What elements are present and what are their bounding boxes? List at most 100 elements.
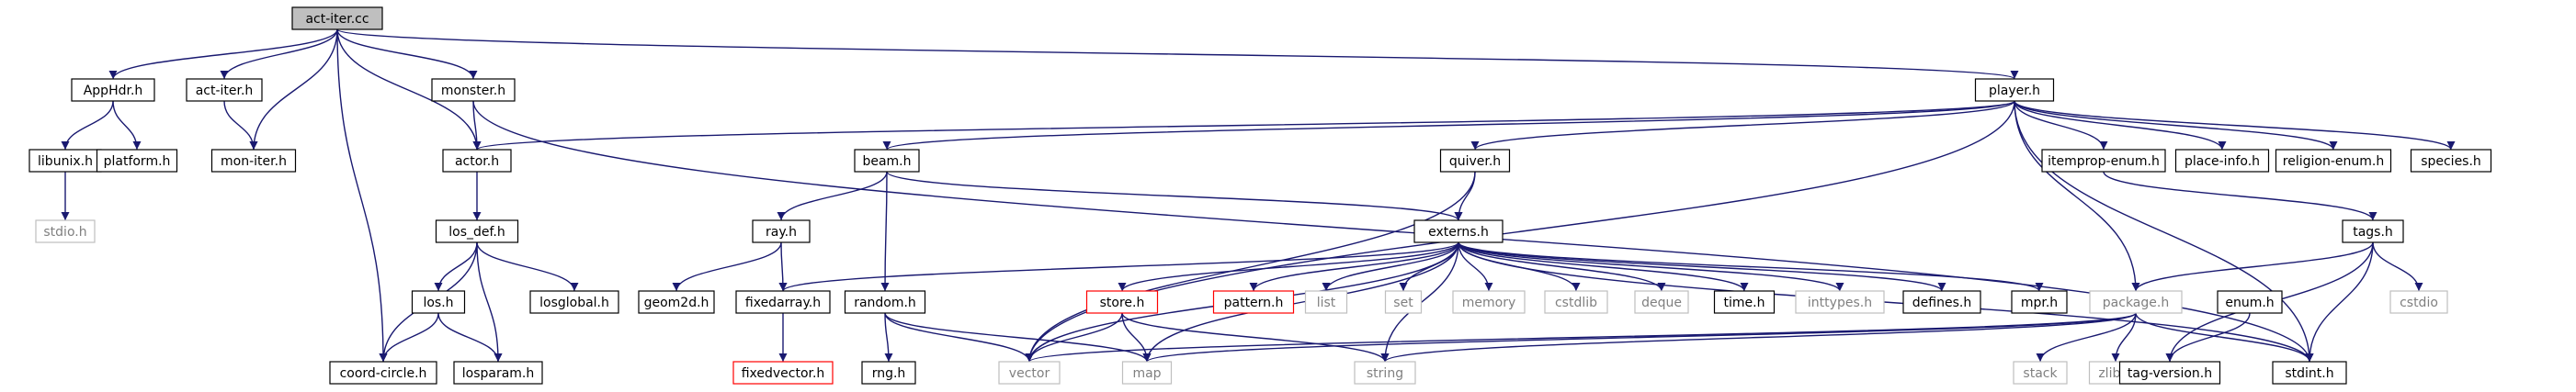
edge-package-h-to-string <box>1380 312 2137 363</box>
node-mpr-h[interactable]: mpr.h <box>2011 290 2068 314</box>
edge-ray-h-to-fixedarray-h <box>778 241 788 292</box>
node-mon-iter-h[interactable]: mon-iter.h <box>210 149 297 173</box>
edge-act-iter-cc-to-apphdr-h <box>108 28 338 80</box>
node-package-h[interactable]: package.h <box>2089 290 2183 314</box>
node-label: place-info.h <box>2184 154 2260 169</box>
node-label: act-iter.h <box>196 84 254 98</box>
node-stdint-h[interactable]: stdint.h <box>2272 361 2347 385</box>
node-deque[interactable]: deque <box>1634 290 1689 314</box>
edge-player-h-to-quiver-h <box>1470 100 2015 151</box>
node-losparam-h[interactable]: losparam.h <box>453 361 543 385</box>
node-defines-h[interactable]: defines.h <box>1902 290 1981 314</box>
node-label: stack <box>2023 366 2058 381</box>
node-box <box>431 78 516 102</box>
node-set[interactable]: set <box>1384 290 1423 314</box>
edge-act-iter-cc-to-player-h <box>336 28 2018 80</box>
edge-player-h-to-beam-h <box>882 100 2015 151</box>
node-list[interactable]: list <box>1304 290 1348 314</box>
node-act-iter-cc[interactable]: act-iter.cc <box>291 6 383 30</box>
node-map[interactable]: map <box>1121 361 1173 385</box>
node-label: string <box>1367 366 1403 381</box>
node-box <box>210 149 297 173</box>
node-beam-h[interactable]: beam.h <box>854 149 920 173</box>
node-externs-h[interactable]: externs.h <box>1413 219 1504 243</box>
edge-tags-h-to-cstdio <box>2372 241 2423 292</box>
edge-act-iter-cc-to-coord-circle-h <box>336 28 388 363</box>
node-label: memory <box>1462 296 1516 310</box>
edge-player-h-to-package-h <box>2014 100 2140 292</box>
node-fixedvector-h[interactable]: fixedvector.h <box>732 361 834 385</box>
node-pattern-h[interactable]: pattern.h <box>1212 290 1295 314</box>
node-fixedarray-h[interactable]: fixedarray.h <box>735 290 831 314</box>
edge-externs-h-to-list <box>1322 241 1459 292</box>
node-label: religion-enum.h <box>2283 154 2384 169</box>
node-religion-enum-h[interactable]: religion-enum.h <box>2275 149 2392 173</box>
edge-random-h-to-rng-h <box>884 312 893 363</box>
edge-act-iter-cc-to-mon-iter-h <box>249 28 338 151</box>
node-box <box>844 290 926 314</box>
node-label: vector <box>1009 366 1050 381</box>
node-los-def-h[interactable]: los_def.h <box>435 219 519 243</box>
node-label: mon-iter.h <box>221 154 287 169</box>
node-box <box>71 78 155 102</box>
node-libunix-h[interactable]: libunix.h <box>28 149 102 173</box>
edge-player-h-to-religion-enum-h <box>2014 100 2338 151</box>
node-box <box>1212 290 1295 314</box>
node-random-h[interactable]: random.h <box>844 290 926 314</box>
node-los-h[interactable]: los.h <box>411 290 466 314</box>
edge-act-iter-cc-to-monster-h <box>336 28 478 80</box>
edge-externs-h-to-memory <box>1458 241 1493 292</box>
edge-los-h-to-coord-circle-h <box>379 312 439 363</box>
node-label: geom2d.h <box>644 296 709 310</box>
edge-package-h-to-stack <box>2036 312 2137 363</box>
node-enum-h[interactable]: enum.h <box>2217 290 2283 314</box>
edge-externs-h-to-defines-h <box>1458 241 1946 292</box>
node-label: AppHdr.h <box>84 84 143 98</box>
node-itemprop-enum-h[interactable]: itemprop-enum.h <box>2041 149 2166 173</box>
edge-apphdr-h-to-libunix-h <box>61 100 114 151</box>
node-store-h[interactable]: store.h <box>1085 290 1159 314</box>
node-box <box>2118 361 2221 385</box>
node-tag-version-h[interactable]: tag-version.h <box>2118 361 2221 385</box>
node-label: monster.h <box>441 84 505 98</box>
node-quiver-h[interactable]: quiver.h <box>1439 149 1511 173</box>
node-apphdr-h[interactable]: AppHdr.h <box>71 78 155 102</box>
node-label: defines.h <box>1912 296 1971 310</box>
node-stdio-h[interactable]: stdio.h <box>35 219 96 243</box>
node-place-info-h[interactable]: place-info.h <box>2174 149 2270 173</box>
node-memory[interactable]: memory <box>1452 290 1526 314</box>
node-label: ray.h <box>766 225 797 240</box>
node-species-h[interactable]: species.h <box>2410 149 2492 173</box>
node-geom2d-h[interactable]: geom2d.h <box>638 290 715 314</box>
node-vector[interactable]: vector <box>998 361 1061 385</box>
node-platform-h[interactable]: platform.h <box>96 149 178 173</box>
node-monster-h[interactable]: monster.h <box>431 78 516 102</box>
node-label: cstdio <box>2400 296 2438 310</box>
node-box <box>2041 149 2166 173</box>
node-inttypes-h[interactable]: inttypes.h <box>1795 290 1885 314</box>
node-box <box>453 361 543 385</box>
edge-tags-h-to-stdint-h <box>2305 241 2374 363</box>
node-tags-h[interactable]: tags.h <box>2342 219 2404 243</box>
node-time-h[interactable]: time.h <box>1713 290 1776 314</box>
node-cstdio[interactable]: cstdio <box>2389 290 2448 314</box>
node-losglobal-h[interactable]: losglobal.h <box>529 290 619 314</box>
edge-beam-h-to-ray-h <box>777 171 888 221</box>
node-ray-h[interactable]: ray.h <box>752 219 811 243</box>
node-box <box>1121 361 1173 385</box>
node-act-iter-h[interactable]: act-iter.h <box>186 78 263 102</box>
node-string[interactable]: string <box>1354 361 1416 385</box>
node-player-h[interactable]: player.h <box>1974 78 2055 102</box>
node-cstdlib[interactable]: cstdlib <box>1544 290 1608 314</box>
node-box <box>2272 361 2347 385</box>
node-label: time.h <box>1724 296 1765 310</box>
node-coord-circle-h[interactable]: coord-circle.h <box>329 361 437 385</box>
edge-player-h-to-itemprop-enum-h <box>2014 100 2108 151</box>
node-box <box>442 149 512 173</box>
node-rng-h[interactable]: rng.h <box>861 361 916 385</box>
node-stack[interactable]: stack <box>2013 361 2068 385</box>
node-actor-h[interactable]: actor.h <box>442 149 512 173</box>
node-label: pattern.h <box>1224 296 1284 310</box>
